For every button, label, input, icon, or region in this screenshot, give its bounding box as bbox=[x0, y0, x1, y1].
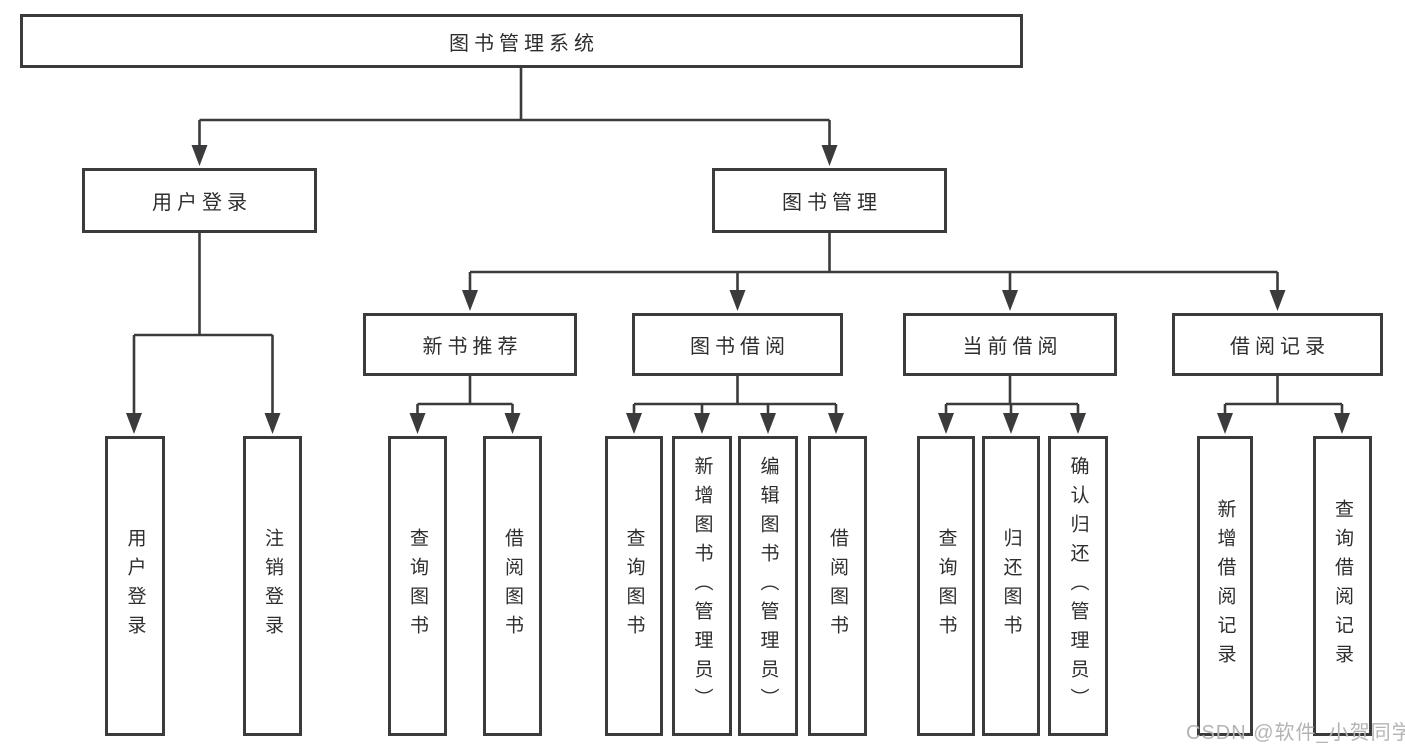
csdn-watermark: CSDN @软件_小贺同学 bbox=[1186, 722, 1405, 744]
leaf-label: 借阅图书 bbox=[827, 528, 848, 644]
leaf-label: 归还图书 bbox=[1000, 528, 1022, 644]
leaf-label: 新增图书（管理员） bbox=[691, 455, 713, 717]
leaf-node-add-borrow-record: 新增借阅记录 bbox=[1197, 436, 1253, 736]
root-node-library-system: 图书管理系统 bbox=[20, 14, 1023, 68]
leaf-label: 用户登录 bbox=[124, 528, 146, 644]
leaf-node-logout: 注销登录 bbox=[243, 436, 302, 736]
leaf-node-add-book-admin: 新增图书（管理员） bbox=[672, 436, 732, 736]
section-node-current-borrow: 当前借阅 bbox=[903, 313, 1117, 376]
leaf-label: 查询借阅记录 bbox=[1332, 499, 1353, 673]
leaf-node-borrow-borrow-book: 借阅图书 bbox=[808, 436, 867, 736]
leaf-node-newbook-query-book: 查询图书 bbox=[388, 436, 447, 736]
leaf-label: 新增借阅记录 bbox=[1214, 499, 1236, 673]
leaf-label: 查询图书 bbox=[407, 528, 428, 644]
leaf-label: 查询图书 bbox=[623, 528, 645, 644]
leaf-label: 借阅图书 bbox=[502, 528, 523, 644]
leaf-node-edit-book-admin: 编辑图书（管理员） bbox=[738, 436, 798, 736]
leaf-label: 注销登录 bbox=[262, 528, 283, 644]
section-node-borrow-records: 借阅记录 bbox=[1172, 313, 1383, 376]
leaf-node-borrow-query-book: 查询图书 bbox=[605, 436, 663, 736]
leaf-label: 编辑图书（管理员） bbox=[757, 455, 779, 717]
leaf-node-newbook-borrow-book: 借阅图书 bbox=[483, 436, 542, 736]
leaf-node-query-borrow-record: 查询借阅记录 bbox=[1313, 436, 1372, 736]
leaf-node-confirm-return-admin: 确认归还（管理员） bbox=[1048, 436, 1108, 736]
leaf-label: 确认归还（管理员） bbox=[1067, 455, 1089, 717]
branch-node-book-management: 图书管理 bbox=[712, 168, 947, 233]
section-node-new-book-recommend: 新书推荐 bbox=[363, 313, 577, 376]
leaf-node-return-book: 归还图书 bbox=[982, 436, 1040, 736]
branch-node-user-login: 用户登录 bbox=[82, 168, 317, 233]
leaf-node-user-login: 用户登录 bbox=[105, 436, 165, 736]
section-node-book-borrow: 图书借阅 bbox=[632, 313, 843, 376]
leaf-label: 查询图书 bbox=[935, 528, 957, 644]
leaf-node-current-query-book: 查询图书 bbox=[917, 436, 975, 736]
